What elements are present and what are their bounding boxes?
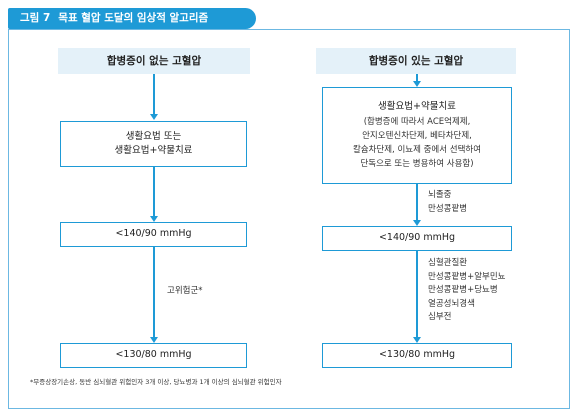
left-box-target-130-text: <130/80 mmHg: [115, 349, 192, 361]
right-header: 합병증이 있는 고혈압: [316, 48, 516, 74]
figure-label: 그림 7: [20, 12, 51, 24]
footnote: *무증상장기손상, 동반 심뇌혈관 위험인자 3개 이상, 당뇨병과 1개 이상…: [30, 378, 282, 386]
right-connector-3: [416, 251, 418, 337]
right-arrow-3: [413, 337, 421, 343]
left-high-risk-label: 고위험군*: [167, 286, 203, 296]
left-connector-2: [153, 167, 155, 216]
right-risk-label-1: 뇌졸중 만성콩팥병: [428, 189, 467, 216]
right-connector-2: [416, 184, 418, 221]
right-box-therapy-sub-3: 칼슘차단제, 이뇨제 중에서 선택하여: [352, 145, 482, 156]
left-box-target-140-text: <140/90 mmHg: [115, 228, 192, 240]
right-box-target-130-text: <130/80 mmHg: [378, 349, 456, 361]
left-arrow-2: [150, 216, 158, 222]
figure-title: 그림 7 목표 혈압 도달의 임상적 알고리즘: [8, 8, 256, 29]
right-box-therapy-sub-1: (합병증에 따라서 ACE억제제,: [363, 117, 471, 128]
right-box-target-140: <140/90 mmHg: [322, 226, 512, 251]
left-connector-1: [153, 74, 155, 115]
right-box-therapy-sub-2: 안지오텐신차단제, 베타차단제,: [362, 131, 472, 142]
figure-title-text: 목표 혈압 도달의 임상적 알고리즘: [58, 12, 209, 24]
right-box-therapy: 생활요법+약물치료 (합병증에 따라서 ACE억제제, 안지오텐신차단제, 베타…: [322, 87, 512, 184]
left-box-target-130: <130/80 mmHg: [60, 343, 247, 368]
left-box-therapy-line2: 생활요법+약물치료: [114, 145, 193, 156]
right-box-target-130: <130/80 mmHg: [322, 343, 512, 368]
left-arrow-1: [150, 114, 158, 120]
left-arrow-3: [150, 337, 158, 343]
right-box-target-140-text: <140/90 mmHg: [378, 232, 456, 244]
right-risk-label-1-line1: 뇌졸중: [428, 190, 452, 200]
right-risk-label-2-line3: 만성콩팥병+당뇨병: [428, 285, 498, 296]
left-box-therapy: 생활요법 또는 생활요법+약물치료: [60, 121, 247, 167]
right-risk-label-2-line4: 열공성뇌경색: [428, 298, 475, 309]
right-box-therapy-main: 생활요법+약물치료: [378, 100, 456, 112]
left-box-target-140: <140/90 mmHg: [60, 222, 247, 247]
right-arrow-2: [413, 220, 421, 226]
diagram-frame: [8, 29, 570, 409]
left-box-therapy-line1: 생활요법 또는: [125, 130, 182, 142]
right-risk-label-1-line2: 만성콩팥병: [428, 203, 468, 214]
left-connector-3: [153, 247, 155, 337]
right-risk-label-2-line1: 심혈관질환: [428, 258, 468, 268]
right-risk-label-2-line2: 만성콩팥병+알부민뇨: [428, 271, 506, 282]
left-header: 합병증이 없는 고혈압: [58, 48, 250, 74]
right-box-therapy-sub-4: 단독으로 또는 병용하여 사용함): [360, 159, 474, 170]
right-risk-label-2-line5: 심부전: [428, 312, 452, 323]
right-risk-label-2: 심혈관질환 만성콩팥병+알부민뇨 만성콩팥병+당뇨병 열공성뇌경색 심부전: [428, 257, 506, 325]
right-arrow-1: [413, 81, 421, 87]
right-connector-1: [416, 74, 418, 82]
